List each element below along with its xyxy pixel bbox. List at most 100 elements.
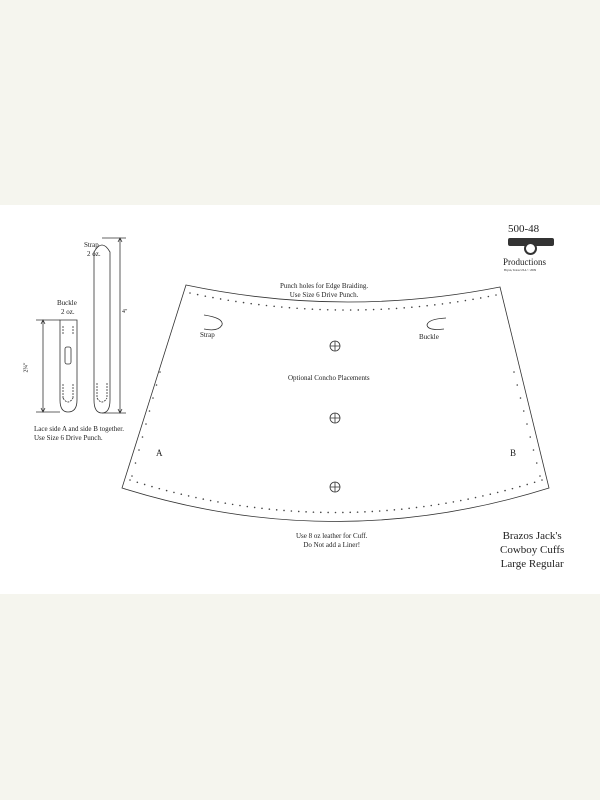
braiding-hole [479,297,482,299]
strap-slot-icon [203,314,223,331]
buckle-slot-icon [426,317,447,330]
braiding-hole [386,509,388,512]
braiding-hole [219,298,222,300]
buckle-name: Buckle [57,299,77,307]
title-line1: Brazos Jack's [502,530,562,542]
braiding-hole [459,499,462,502]
braiding-hole [342,511,344,514]
braiding-hole [227,299,230,302]
braiding-hole [364,511,366,513]
braiding-hole [288,306,291,309]
braiding-hole [265,304,268,307]
braiding-hole [155,384,158,386]
punch-note-line1: Punch holes for Edge Braiding. [280,282,369,290]
pattern-sheet: 500-48 Productions Bryan, Texas USA © 20… [0,205,600,594]
title-line2: Cowboy Cuffs [500,544,565,556]
braiding-hole [372,308,375,311]
braiding-hole [281,306,283,308]
leather-note-line1: Use 8 oz leather for Cuff. [296,532,368,540]
braiding-hole [464,299,467,302]
braiding-hole [319,511,322,514]
braiding-hole [496,491,499,494]
braiding-hole [357,309,360,311]
braiding-hole [365,308,367,311]
braiding-hole [217,501,219,503]
braiding-hole [535,462,538,464]
braiding-hole [189,292,191,294]
braiding-hole [235,300,237,303]
title-line3: Large Regular [500,558,564,570]
braiding-hole [356,511,359,513]
braiding-hole [519,397,522,399]
braiding-hole [430,504,433,507]
braiding-hole [371,510,374,513]
braiding-hole [297,510,300,513]
braiding-hole [180,493,183,496]
braiding-hole [143,483,146,486]
braiding-hole [136,481,139,484]
braiding-hole [138,449,140,451]
braiding-hole [452,501,455,503]
braiding-hole [408,507,410,510]
buckle-piece [59,319,78,413]
braiding-hole [334,309,337,311]
braiding-hole [541,479,543,481]
braiding-hole [305,511,307,513]
strap-dimension [102,237,126,414]
braiding-hole [273,305,275,308]
buckle-length: 2¾" [23,362,30,373]
braiding-hole [224,502,227,504]
braiding-hole [275,509,278,511]
braiding-hole [202,498,205,500]
braiding-hole [246,505,249,508]
braiding-hole [449,302,451,304]
braiding-hole [519,485,521,488]
braiding-hole [131,475,133,477]
braiding-hole [296,307,298,310]
pattern-drawing [36,237,550,522]
side-b-label: B [510,448,517,458]
braiding-hole [418,305,421,308]
buckle-slot [64,346,72,365]
braiding-hole [196,293,199,296]
braiding-hole [482,495,484,497]
braiding-hole [526,483,529,486]
braiding-hole [158,487,161,490]
braiding-hole [258,303,260,306]
braiding-hole [290,510,293,512]
lace-note: Lace side A and side B together. Use Siz… [34,425,124,443]
braiding-hole [380,308,383,311]
braiding-hole [504,489,506,492]
braiding-hole [388,308,390,310]
braiding-hole [349,511,352,514]
braiding-hole [415,506,418,509]
braiding-hole [312,511,315,513]
braiding-hole [342,309,344,311]
braiding-hole [141,436,144,438]
braiding-hole [513,371,515,373]
strap-label: Strap [200,331,215,339]
braiding-hole [472,298,474,301]
braiding-hole [434,304,436,306]
pattern-title: Brazos Jack's Cowboy Cuffs Large Regular [500,529,564,571]
pattern-number: 500-48 [508,223,540,235]
braiding-hole [393,509,396,511]
strap-piece [93,244,111,414]
braiding-hole [437,503,440,506]
braiding-hole [159,371,161,373]
buckle-weight: 2 oz. [61,308,75,316]
braiding-hole [212,296,214,299]
leather-note: Use 8 oz leather for Cuff. Do Not add a … [296,532,367,550]
strap-weight: 2 oz. [87,250,101,258]
braiding-hole [134,462,137,464]
braiding-hole [426,304,428,307]
braiding-hole [400,508,403,510]
lace-note-line1: Lace side A and side B together. [34,425,125,433]
braiding-hole [516,384,519,386]
braiding-hole [151,485,153,488]
braiding-hole [489,493,492,496]
braiding-hole [231,503,234,506]
braiding-hole [411,306,413,309]
logo [508,236,554,258]
braiding-hole [529,436,532,438]
